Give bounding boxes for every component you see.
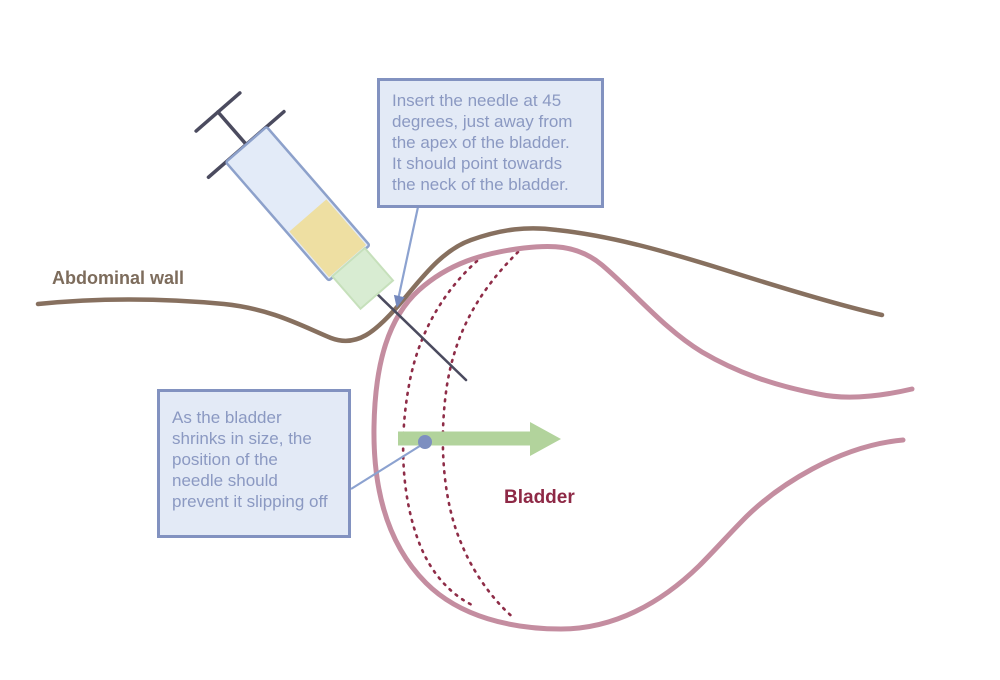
pointer-arrowhead-icon	[393, 294, 405, 308]
abdominal-wall-label: Abdominal wall	[52, 268, 185, 288]
arrow-right-icon	[398, 422, 561, 456]
bladder-label: Bladder	[504, 487, 575, 508]
callout-line: degrees, just away from	[392, 112, 573, 131]
callout-line: shrinks in size, the	[172, 429, 312, 448]
needle-icon	[372, 289, 468, 382]
connector-dot-icon	[418, 435, 432, 449]
callout-needle-position: As the bladder shrinks in size, the posi…	[157, 389, 351, 538]
syringe-tip	[330, 246, 395, 311]
callout-line: the neck of the bladder.	[392, 175, 569, 194]
callout-pointer-icon	[350, 443, 424, 490]
callout-line: Insert the needle at 45	[392, 91, 562, 110]
bladder-outline	[371, 243, 915, 632]
bladder-shrink-arc-inner	[441, 250, 520, 621]
syringe-liquid	[289, 199, 367, 278]
callout-line: prevent it slipping off	[172, 492, 328, 511]
callout-line: position of the	[172, 450, 278, 469]
syringe-plunger-rod	[216, 110, 248, 147]
callout-line: needle should	[172, 471, 278, 490]
callout-line: the apex of the bladder.	[392, 133, 570, 152]
callout-line: It should point towards	[392, 154, 563, 173]
abdominal-wall-line	[35, 226, 885, 344]
callout-line: As the bladder	[172, 408, 282, 427]
syringe-icon	[194, 91, 395, 311]
callout-pointer-icon	[396, 206, 420, 301]
callout-needle-angle: Insert the needle at 45 degrees, just aw…	[377, 78, 604, 208]
